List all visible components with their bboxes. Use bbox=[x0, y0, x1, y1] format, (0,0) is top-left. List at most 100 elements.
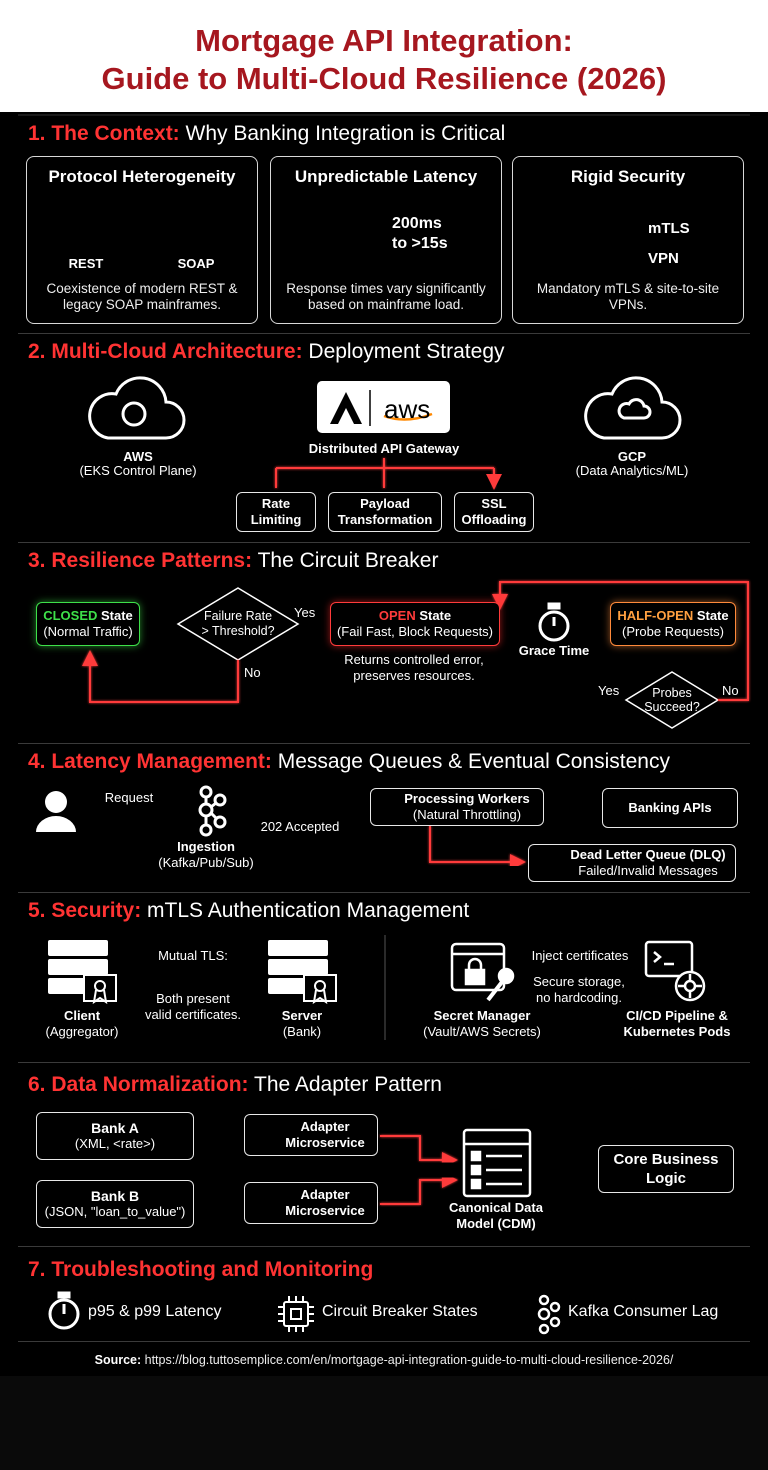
gcp-name: GCP bbox=[617, 449, 647, 464]
section-1-lead: 1. The Context: bbox=[28, 122, 180, 145]
card-unpredictable-latency: Unpredictable Latency Response times var… bbox=[270, 156, 502, 324]
circuit-chip-icon bbox=[278, 1296, 314, 1332]
card-description: Mandatory mTLS & site-to-site VPNs. bbox=[536, 281, 720, 312]
cicd-line: CI/CD Pipeline & bbox=[626, 1008, 728, 1023]
aws-subtitle: (EKS Control Plane) bbox=[79, 463, 197, 478]
half-open-suffix: State bbox=[693, 608, 729, 623]
secret-manager-icon bbox=[450, 942, 515, 1002]
closed-state-label: CLOSED State bbox=[43, 608, 133, 624]
feature-line: Limiting bbox=[250, 512, 302, 527]
note-line: Returns controlled error, bbox=[344, 652, 484, 667]
processing-workers-box: Processing Workers (Natural Throttling) bbox=[370, 788, 544, 826]
half-open-state-box: HALF-OPEN State (Probe Requests) bbox=[610, 602, 736, 646]
secure-storage-note: Secure storage,no hardcoding. bbox=[524, 974, 634, 1006]
gateway-logo-icon bbox=[330, 392, 362, 424]
section-7-lead: 7. Troubleshooting and Monitoring bbox=[28, 1258, 374, 1281]
vpn-tag: VPN bbox=[648, 250, 679, 267]
title-line-1: Mortgage API Integration: bbox=[195, 23, 573, 58]
section-5-rest: mTLS Authentication Management bbox=[141, 899, 470, 922]
feature-line: SSL bbox=[481, 496, 507, 511]
kafka-icon bbox=[198, 785, 227, 837]
rest-label: REST bbox=[68, 256, 104, 271]
open-suffix: State bbox=[415, 608, 452, 623]
bank-b-label: Bank B bbox=[90, 1188, 140, 1204]
failure-decision-text: Failure Rate> Threshold? bbox=[186, 609, 290, 639]
yes-label-2: Yes bbox=[598, 683, 620, 698]
cicd-line: Kubernetes Pods bbox=[623, 1024, 731, 1039]
section-6-rest: The Adapter Pattern bbox=[248, 1073, 442, 1096]
card-title: Rigid Security bbox=[570, 167, 686, 186]
secret-manager-label: Secret Manager bbox=[433, 1008, 531, 1023]
server-sub: (Bank) bbox=[282, 1024, 322, 1039]
divider bbox=[18, 892, 750, 893]
grace-time-label: Grace Time bbox=[518, 643, 590, 658]
server-label: Server bbox=[281, 1008, 323, 1023]
feature-line: Payload bbox=[360, 496, 410, 511]
aws-cloud-icon bbox=[88, 376, 186, 440]
section-2-lead: 2. Multi-Cloud Architecture: bbox=[28, 340, 303, 363]
bank-server-icon bbox=[268, 940, 328, 994]
workers-sub: (Natural Throttling) bbox=[412, 807, 522, 822]
banking-apis-box: Banking APIs bbox=[602, 788, 738, 828]
card-rigid-security: Rigid Security Mandatory mTLS & site-to-… bbox=[512, 156, 744, 324]
bank-b-box: Bank B (JSON, "loan_to_value") bbox=[36, 1180, 194, 1228]
no-label-2: No bbox=[722, 683, 739, 698]
mtls-tag: mTLS bbox=[648, 220, 690, 237]
section-2-rest: Deployment Strategy bbox=[302, 340, 505, 363]
closed-state-box: CLOSED State (Normal Traffic) bbox=[36, 602, 140, 646]
latency-min: 200ms bbox=[392, 215, 442, 232]
cicd-label: CI/CD Pipeline &Kubernetes Pods bbox=[612, 1008, 742, 1040]
client-certificate-icon bbox=[83, 974, 117, 1005]
grace-timer-icon bbox=[538, 602, 570, 642]
cdm-line: Canonical Data bbox=[449, 1200, 543, 1215]
note-line: Secure storage, bbox=[533, 974, 625, 989]
core-line: Logic bbox=[646, 1170, 686, 1187]
probe-line: Succeed? bbox=[644, 700, 700, 714]
inject-certificates-label: Inject certificates bbox=[531, 948, 629, 963]
json-label: JSON bbox=[53, 218, 93, 234]
bank-a-label: Bank A bbox=[91, 1120, 139, 1136]
monitor-latency: p95 & p99 Latency bbox=[88, 1303, 222, 1320]
cdm-table-icon bbox=[462, 1128, 532, 1198]
card-title: Protocol Heterogeneity bbox=[48, 167, 236, 186]
server-certificate-icon bbox=[303, 974, 337, 1005]
dlq-label: Dead Letter Queue (DLQ) bbox=[570, 847, 726, 862]
divider bbox=[18, 542, 750, 543]
note-line: preserves resources. bbox=[353, 668, 475, 683]
open-state-sub: (Fail Fast, Block Requests) bbox=[336, 624, 494, 639]
section-7-title: 7. Troubleshooting and Monitoring bbox=[28, 1258, 373, 1282]
feature-line: Rate bbox=[261, 496, 291, 511]
ingestion-label: Ingestion bbox=[177, 839, 235, 854]
xml-label: XML bbox=[182, 218, 212, 234]
divider bbox=[18, 1341, 750, 1342]
card-protocol-heterogeneity: Protocol Heterogeneity Coexistence of mo… bbox=[26, 156, 258, 324]
source-line: Source: https://blog.tuttosemplice.com/e… bbox=[0, 1353, 768, 1367]
note-line: valid certificates. bbox=[144, 1007, 242, 1022]
section-5-title: 5. Security: mTLS Authentication Managem… bbox=[28, 899, 469, 923]
section-3-title: 3. Resilience Patterns: The Circuit Brea… bbox=[28, 549, 438, 573]
section-3-lead: 3. Resilience Patterns: bbox=[28, 549, 253, 572]
adapter-line: Microservice bbox=[285, 1135, 365, 1150]
gateway-logo-text: aws bbox=[384, 394, 431, 424]
monitor-kafka-lag: Kafka Consumer Lag bbox=[568, 1303, 719, 1320]
source-url[interactable]: https://blog.tuttosemplice.com/en/mortga… bbox=[141, 1353, 674, 1367]
user-icon bbox=[36, 791, 76, 832]
bank-b-sub: (JSON, "loan_to_value") bbox=[44, 1204, 186, 1219]
section-3-rest: The Circuit Breaker bbox=[252, 549, 439, 572]
note-line: Both present bbox=[156, 991, 230, 1006]
open-state-note: Returns controlled error,preserves resou… bbox=[322, 652, 506, 684]
bank-a-sub: (XML, <rate>) bbox=[74, 1136, 156, 1151]
card-description: Response times vary significantly based … bbox=[286, 281, 486, 312]
open-state-label: OPEN State bbox=[379, 608, 451, 624]
latency-max: to >15s bbox=[392, 235, 448, 252]
request-label: Request bbox=[104, 790, 154, 805]
aws-name: AWS bbox=[123, 449, 153, 464]
soap-label: SOAP bbox=[177, 256, 215, 271]
